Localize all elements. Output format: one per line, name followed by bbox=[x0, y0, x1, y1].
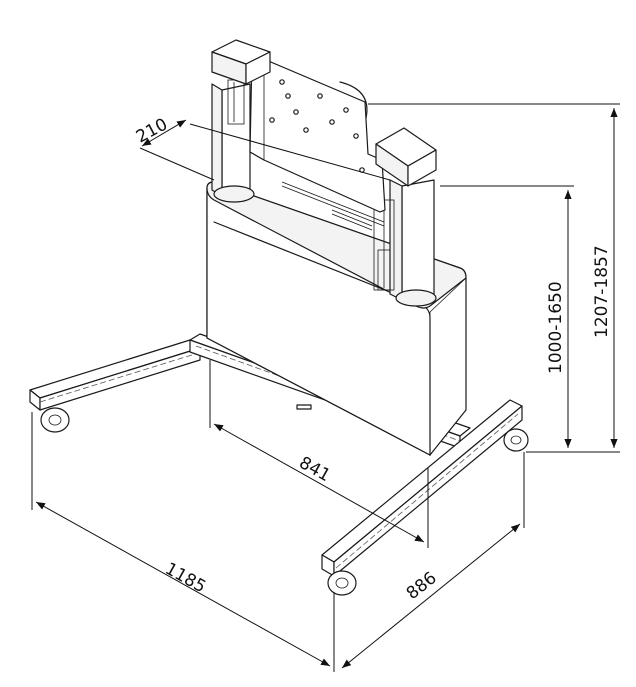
dimension-1000-1650: 1000-1650 bbox=[440, 185, 574, 453]
rear-left-leg bbox=[29, 339, 201, 411]
dim-label-210: 210 bbox=[133, 115, 171, 148]
mounting-plate bbox=[249, 53, 386, 213]
dim-label-841: 841 bbox=[296, 453, 334, 486]
right-top-cap bbox=[375, 127, 437, 187]
dim-label-1185: 1185 bbox=[162, 559, 210, 597]
dim-label-1000-1650: 1000-1650 bbox=[546, 281, 566, 374]
left-column bbox=[211, 79, 255, 203]
right-column bbox=[373, 179, 437, 307]
left-top-cap bbox=[211, 39, 271, 85]
dim-label-886: 886 bbox=[403, 568, 441, 604]
rear-left-caster bbox=[40, 407, 70, 433]
front-right-caster bbox=[327, 570, 357, 596]
dimension-1207-1857: 1207-1857 bbox=[368, 103, 620, 453]
dimension-1185: 1185 bbox=[31, 412, 335, 672]
dim-label-1207-1857: 1207-1857 bbox=[592, 245, 612, 338]
rear-right-caster bbox=[503, 428, 529, 452]
